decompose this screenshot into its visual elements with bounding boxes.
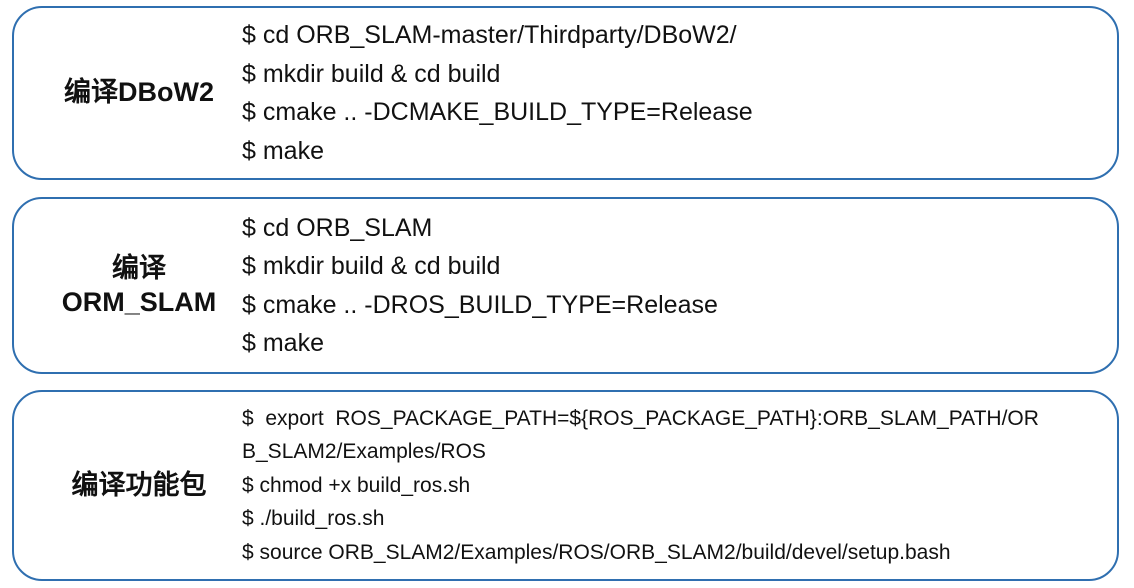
command-line: $ mkdir build & cd build [242, 252, 501, 280]
command-list: $ cd ORB_SLAM-master/Thirdparty/DBoW2/ $… [242, 8, 1089, 178]
command-line: $ cd ORB_SLAM [242, 213, 433, 242]
command-line: $ chmod +x build_ros.sh [242, 473, 471, 497]
command-list: $ export ROS_PACKAGE_PATH=${ROS_PACKAGE_… [242, 392, 1089, 579]
section-label: 编译功能包 [34, 392, 244, 579]
command-line: $ mkdir build & cd build [242, 59, 501, 88]
command-line: $ source ORB_SLAM2/Examples/ROS/ORB_SLAM… [242, 540, 951, 564]
section-label-line2: ORM_SLAM [61, 286, 217, 317]
command-line: $ export ROS_PACKAGE_PATH=${ROS_PACKAGE_… [242, 406, 1039, 430]
build-dbow2-panel: 编译DBoW2 $ cd ORB_SLAM-master/Thirdparty/… [12, 6, 1119, 180]
section-label-line1: 编译 [112, 252, 166, 283]
build-orb-slam-panel: 编译 ORM_SLAM $ cd ORB_SLAM $ mkdir build … [12, 197, 1119, 374]
section-label: 编译DBoW2 [34, 8, 244, 178]
command-line: $ make [242, 136, 324, 165]
command-line: $ ./build_ros.sh [242, 507, 385, 531]
command-line: $ cd ORB_SLAM-master/Thirdparty/DBoW2/ [242, 21, 737, 49]
section-label-text: 编译功能包 [71, 469, 207, 500]
command-line: $ make [242, 329, 324, 357]
section-label-text: 编译DBoW2 [64, 77, 214, 108]
section-label: 编译 ORM_SLAM [34, 199, 244, 372]
command-list: $ cd ORB_SLAM $ mkdir build & cd build $… [242, 199, 1089, 372]
build-package-panel: 编译功能包 $ export ROS_PACKAGE_PATH=${ROS_PA… [12, 390, 1119, 581]
command-line: $ cmake .. -DCMAKE_BUILD_TYPE=Release [242, 98, 753, 126]
command-line: $ cmake .. -DROS_BUILD_TYPE=Release [242, 290, 718, 319]
command-line: B_SLAM2/Examples/ROS [242, 440, 486, 464]
